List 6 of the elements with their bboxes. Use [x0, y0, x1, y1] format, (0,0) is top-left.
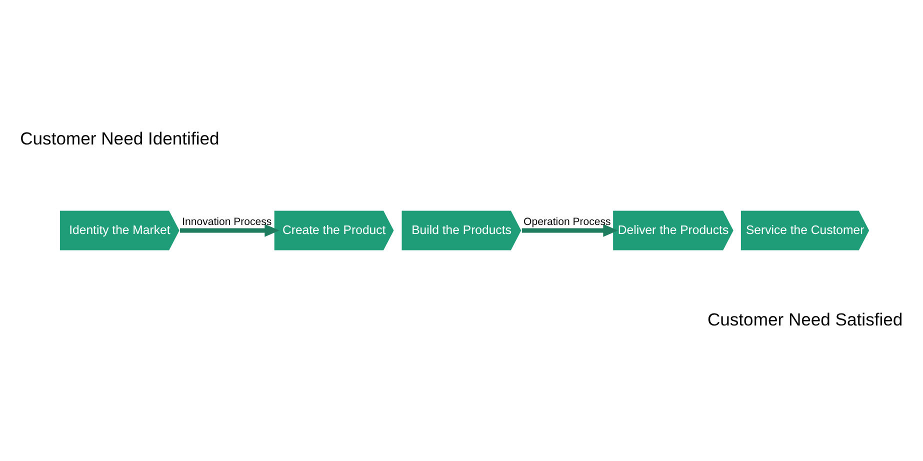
- edge-label: Innovation Process: [182, 216, 272, 228]
- arrow: [522, 224, 618, 237]
- label: Customer Need Identified: [20, 128, 220, 148]
- edge-label: Operation Process: [524, 216, 611, 228]
- arrow: [180, 224, 280, 237]
- label: Customer Need Satisfied: [707, 309, 903, 330]
